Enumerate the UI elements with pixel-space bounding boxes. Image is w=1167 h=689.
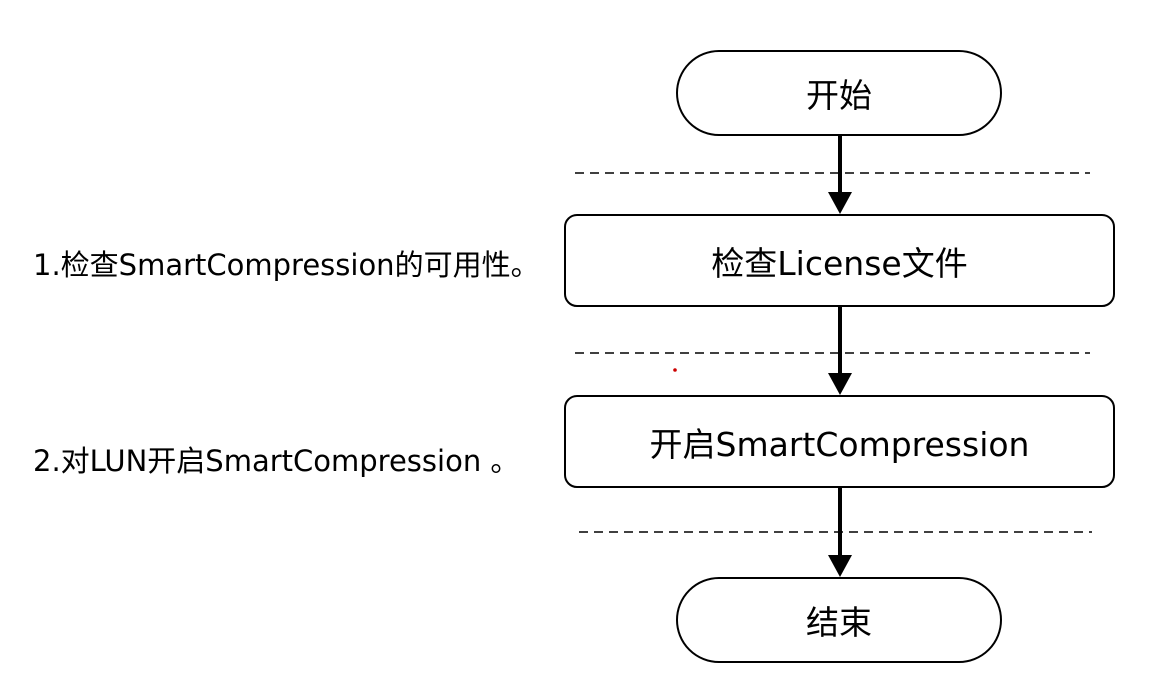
start-node: 开始	[676, 50, 1002, 136]
end-node-label: 结束	[806, 603, 872, 642]
end-node: 结束	[676, 577, 1002, 663]
step-1-label: 1.检查SmartCompression的可用性。	[33, 248, 540, 282]
enable-compression-node-label: 开启SmartCompression	[649, 424, 1030, 464]
check-license-node-label: 检查License文件	[711, 243, 968, 283]
arrow-head-2	[828, 373, 852, 395]
enable-compression-node: 开启SmartCompression	[564, 395, 1115, 488]
check-license-node: 检查License文件	[564, 214, 1115, 307]
arrow-head-3	[828, 555, 852, 577]
arrow-head-1	[828, 192, 852, 214]
red-dot	[673, 368, 677, 372]
start-node-label: 开始	[806, 76, 872, 115]
step-2-label: 2.对LUN开启SmartCompression 。	[33, 444, 520, 478]
